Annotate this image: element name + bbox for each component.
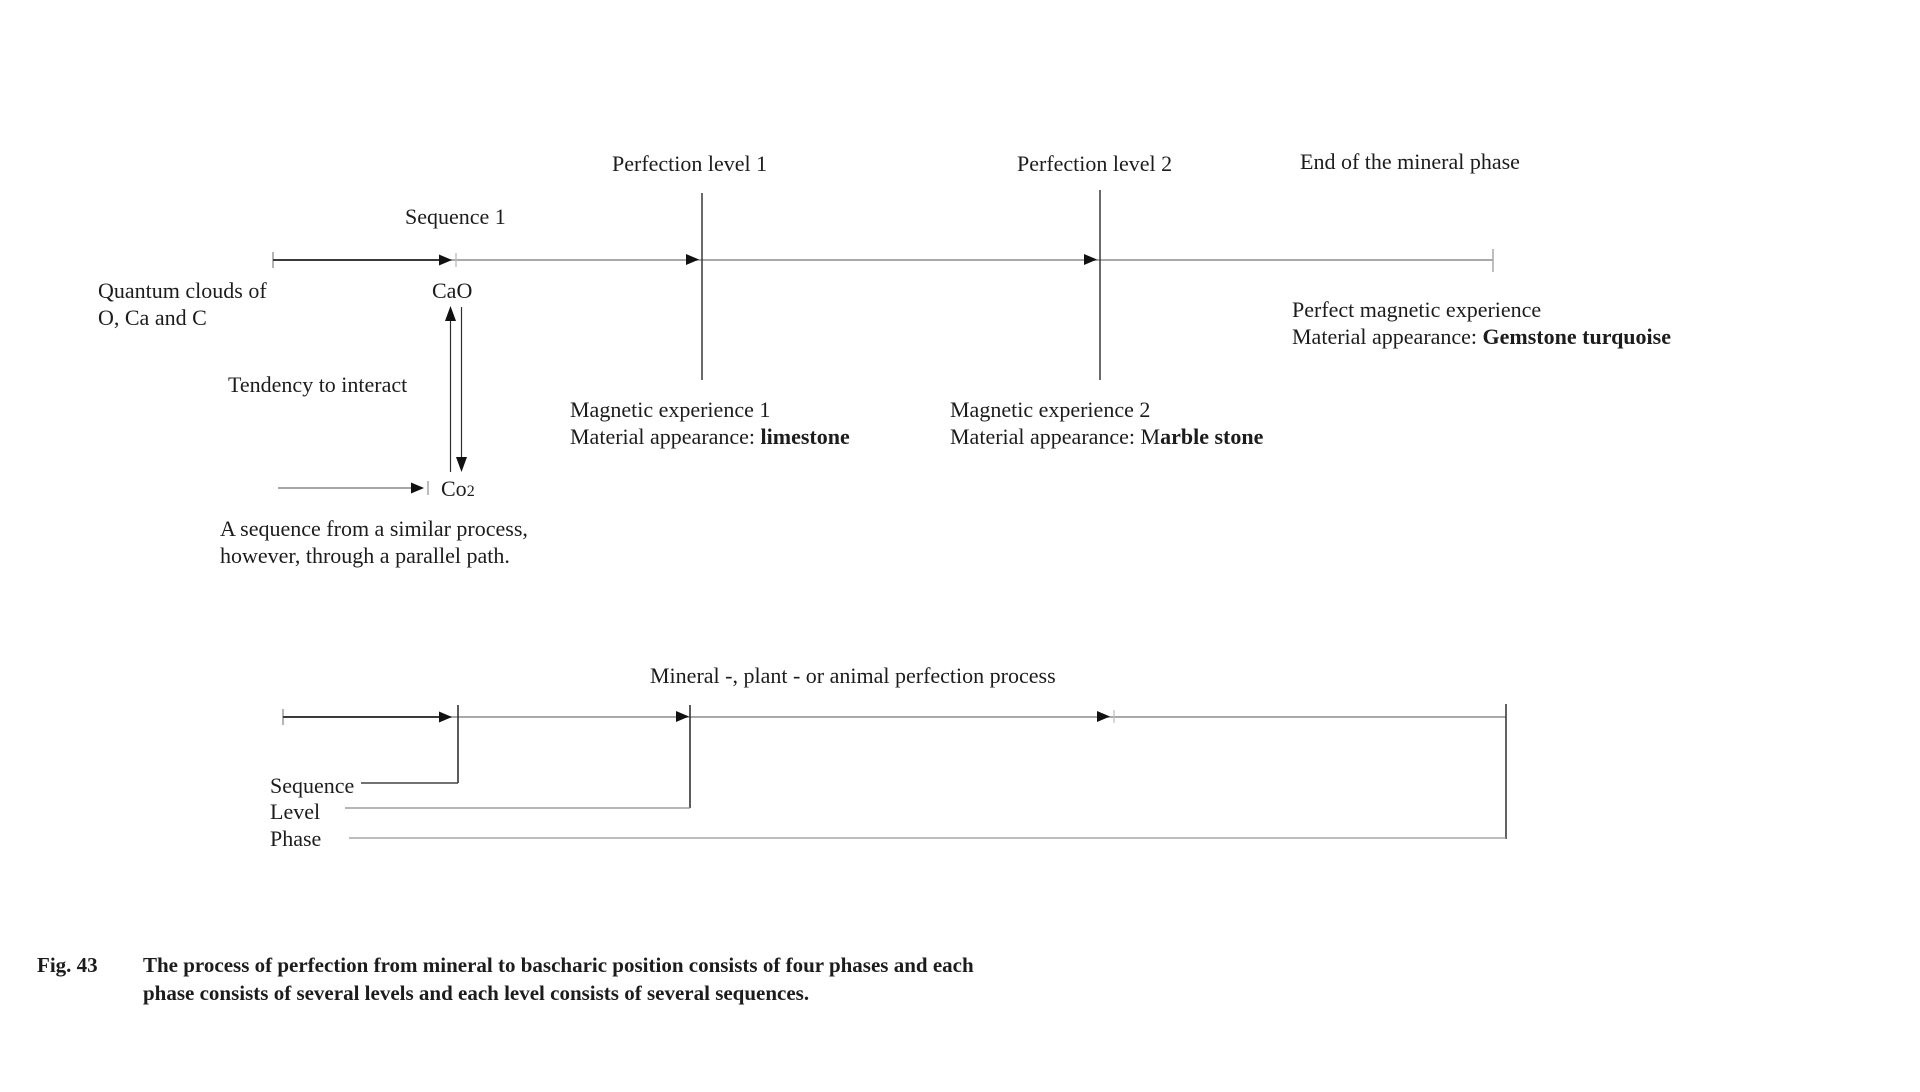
label-cao: CaO [432, 278, 473, 303]
label-co2: Co2 [441, 475, 475, 505]
label-sequence: Sequence [270, 773, 355, 798]
label-sequence-1: Sequence 1 [405, 204, 506, 229]
timeline-1 [272, 190, 1494, 380]
magnetic1-material-name: limestone [760, 424, 850, 449]
label-level: Level [270, 799, 321, 824]
label-phase: Phase [270, 826, 322, 851]
label-tendency-to-interact: Tendency to interact [228, 372, 408, 397]
magnetic-experience-2-block: Magnetic experience 2 Material appearanc… [950, 396, 1263, 450]
perfect-title: Perfect magnetic experience [1292, 297, 1542, 322]
quantum-clouds-line1: Quantum clouds of [98, 278, 267, 303]
label-perfection-level-1: Perfection level 1 [612, 151, 768, 176]
cao-co2-exchange [278, 306, 467, 495]
perfect-material: Material appearance: Gemstone turquoise [1292, 323, 1671, 350]
caption-line2: phase consists of several levels and eac… [143, 981, 810, 1005]
arrowhead-down [456, 457, 467, 472]
magnetic2-prefix: Material appearance: M [950, 424, 1161, 449]
parallel-path-line1: A sequence from a similar process, [220, 516, 528, 541]
magnetic2-material-name: arble stone [1160, 424, 1264, 449]
arrowhead-sequence1 [439, 254, 452, 266]
magnetic1-title: Magnetic experience 1 [570, 397, 771, 422]
perfect-prefix: Material appearance: [1292, 324, 1483, 349]
quantum-clouds-line2: O, Ca and C [98, 305, 207, 330]
arrowhead-t2-level [676, 711, 689, 722]
magnetic2-material: Material appearance: Marble stone [950, 423, 1263, 450]
caption-line1: The process of perfection from mineral t… [143, 953, 974, 977]
arrowhead-up [445, 306, 456, 321]
perfect-magnetic-block: Perfect magnetic experience Material app… [1292, 296, 1671, 350]
arrowhead-to-co2 [411, 482, 424, 494]
magnetic2-title: Magnetic experience 2 [950, 397, 1151, 422]
timeline-2 [282, 704, 1507, 839]
perfect-material-name: Gemstone turquoise [1482, 324, 1671, 349]
magnetic-experience-1-block: Magnetic experience 1 Material appearanc… [570, 396, 850, 450]
label-quantum-clouds: Quantum clouds of O, Ca and C [98, 277, 267, 331]
label-timeline2-title: Mineral -, plant - or animal perfection … [650, 663, 1056, 688]
figure-caption: The process of perfection from mineral t… [143, 951, 974, 1007]
magnetic1-prefix: Material appearance: [570, 424, 761, 449]
magnetic1-material: Material appearance: limestone [570, 423, 850, 450]
label-perfection-level-2: Perfection level 2 [1017, 151, 1173, 176]
arrowhead-level2 [1084, 254, 1097, 265]
arrowhead-t2-phase [1097, 711, 1110, 722]
label-end-of-mineral-phase: End of the mineral phase [1300, 149, 1520, 174]
co2-subscript: 2 [466, 483, 475, 500]
arrowhead-level1 [686, 254, 699, 265]
co2-base: Co [441, 476, 467, 501]
label-parallel-path-note: A sequence from a similar process, howev… [220, 515, 528, 569]
parallel-path-line2: however, through a parallel path. [220, 543, 510, 568]
figure-number: Fig. 43 [37, 953, 98, 977]
arrowhead-t2-sequence [439, 711, 452, 723]
